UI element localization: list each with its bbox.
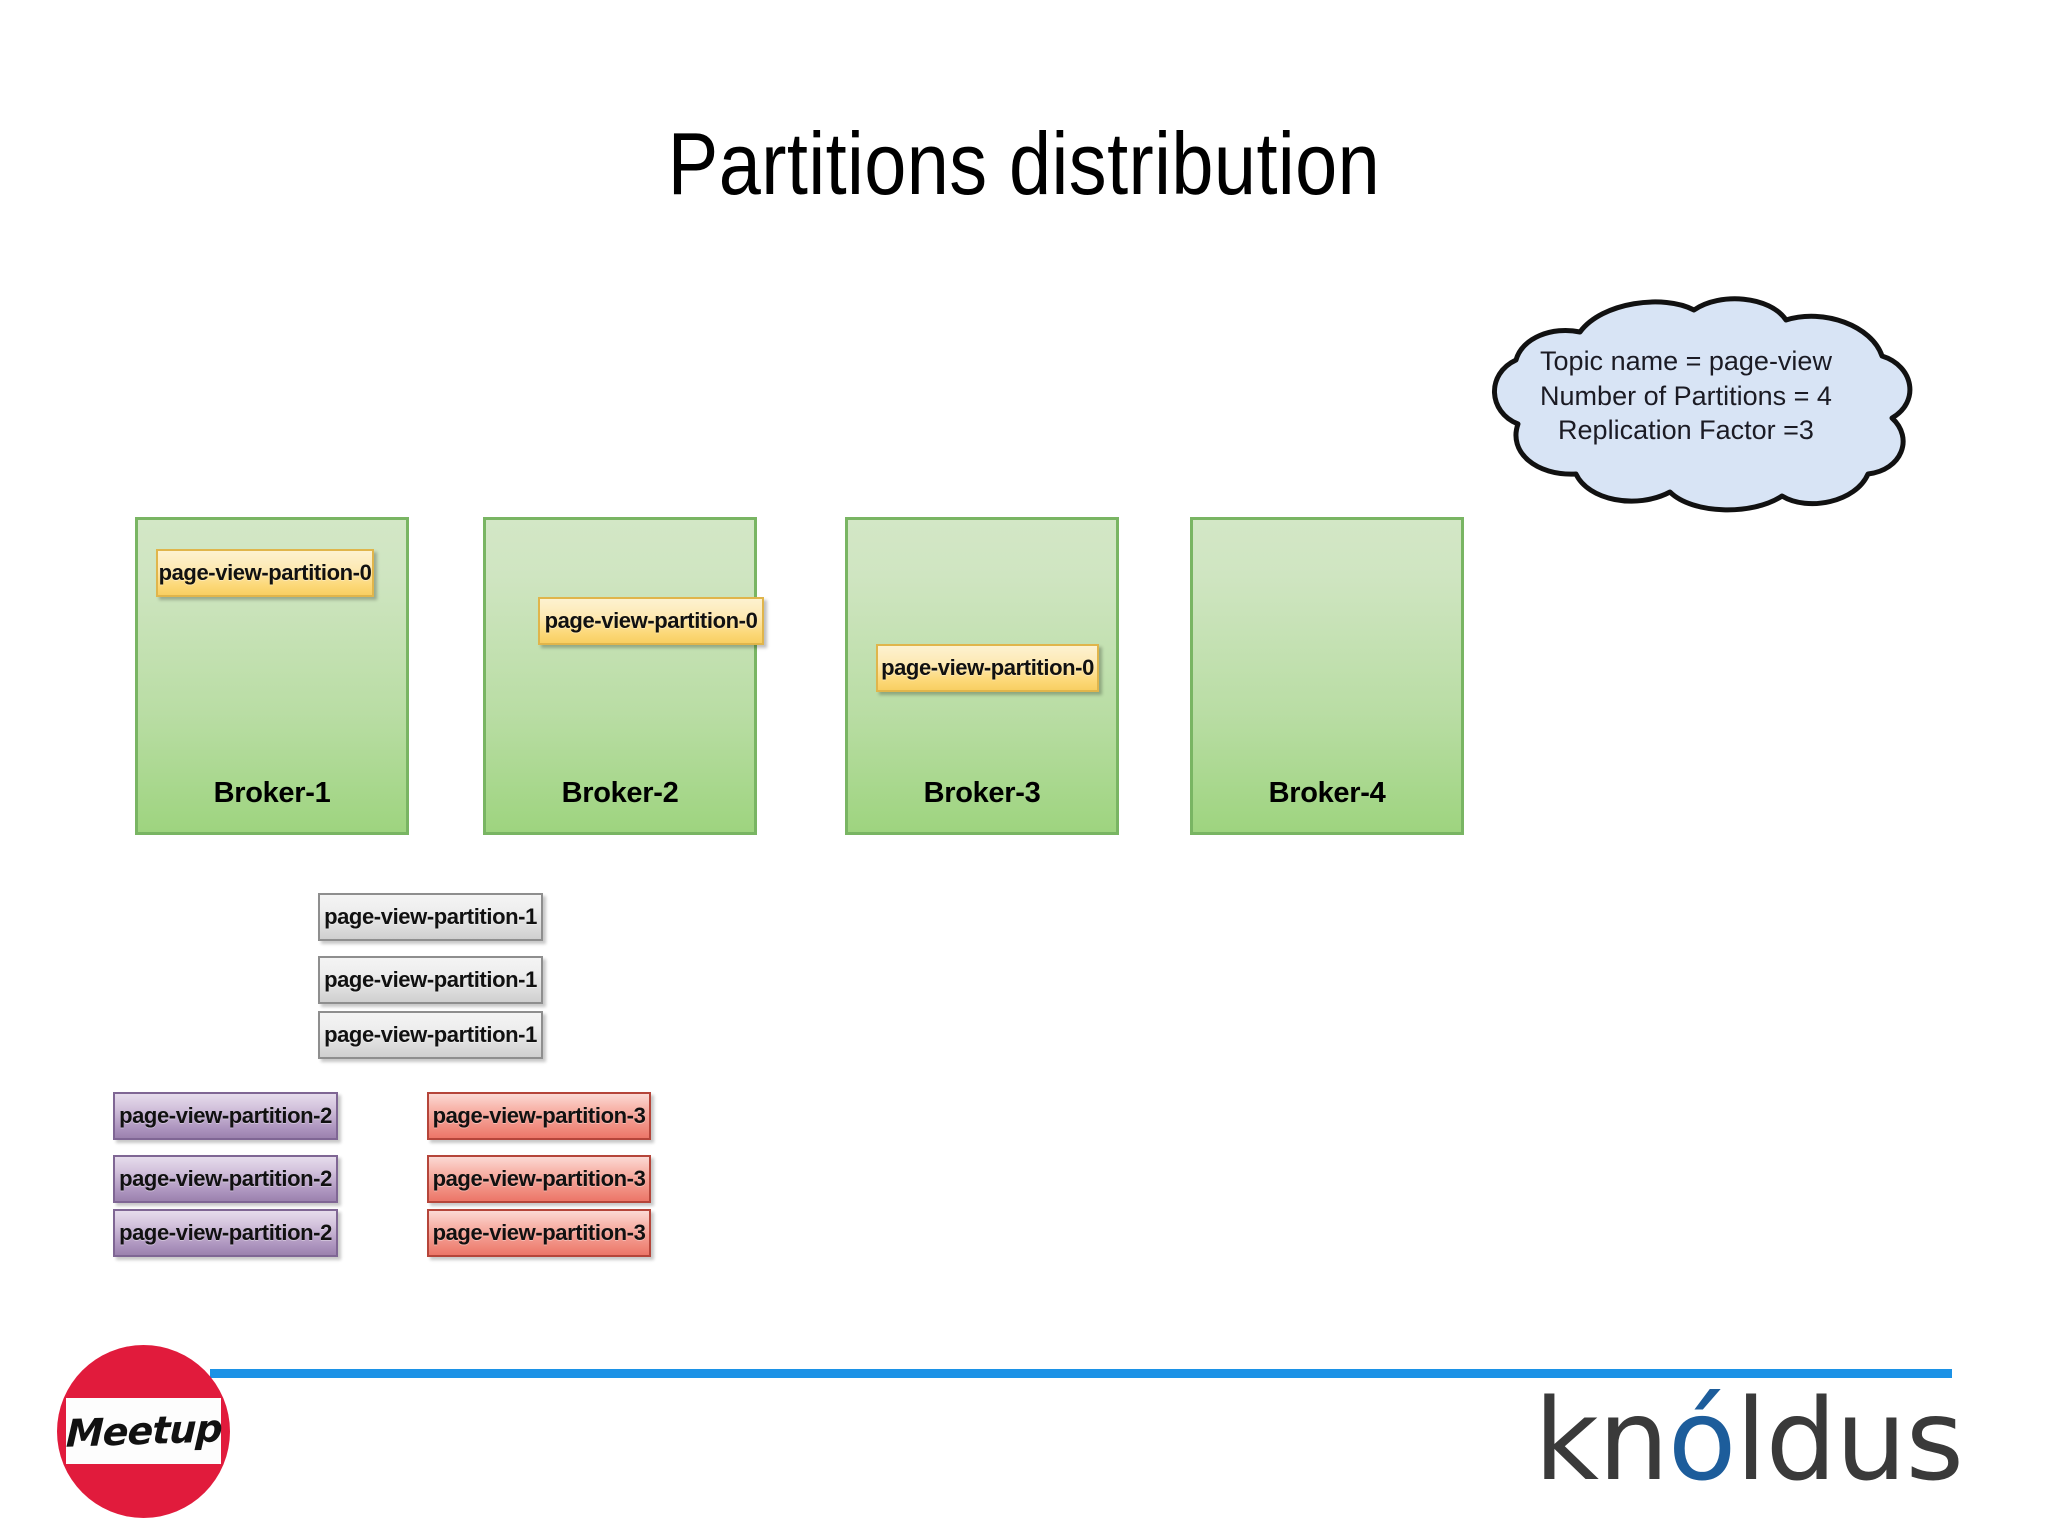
broker-label-4: Broker-4 <box>1268 777 1386 809</box>
replica-chip-partition-3-c[interactable]: page-view-partition-3 <box>427 1209 651 1257</box>
replica-chip-partition-1-c[interactable]: page-view-partition-1 <box>318 1011 543 1059</box>
replica-chip-partition-2-b[interactable]: page-view-partition-2 <box>113 1155 338 1203</box>
cloud-line-topic-name: Topic name = page-view <box>1540 346 1832 376</box>
broker-box-1[interactable]: page-view-partition-0 Broker-1 <box>135 517 409 835</box>
cloud-line-replication-factor: Replication Factor =3 <box>1558 415 1814 446</box>
broker-label-2: Broker-2 <box>561 777 679 809</box>
replica-chip-partition-3-a[interactable]: page-view-partition-3 <box>427 1092 651 1140</box>
replica-chip-partition-1-a[interactable]: page-view-partition-1 <box>318 893 543 941</box>
replica-chip-partition-3-b[interactable]: page-view-partition-3 <box>427 1155 651 1203</box>
broker-label-3: Broker-3 <box>923 777 1041 809</box>
partition-chip-broker3-partition-0[interactable]: page-view-partition-0 <box>876 644 1099 692</box>
broker-label-1: Broker-1 <box>213 777 331 809</box>
replica-chip-partition-2-c[interactable]: page-view-partition-2 <box>113 1209 338 1257</box>
broker-box-3[interactable]: page-view-partition-0 Broker-3 <box>845 517 1119 835</box>
replica-chip-partition-1-b[interactable]: page-view-partition-1 <box>318 956 543 1004</box>
footer-divider <box>210 1369 1952 1378</box>
knoldus-logo-prefix: kn <box>1534 1376 1669 1506</box>
replica-chip-partition-2-a[interactable]: page-view-partition-2 <box>113 1092 338 1140</box>
cloud-text-block: Topic name = page-view Number of Partiti… <box>1452 344 1920 448</box>
topic-configuration-cloud: Topic name = page-view Number of Partiti… <box>1452 294 1920 514</box>
knoldus-logo-suffix: ldus <box>1735 1376 1964 1506</box>
meetup-logo: Meetup <box>57 1345 230 1518</box>
cloud-line-num-partitions: Number of Partitions = 4 <box>1540 380 1832 411</box>
broker-box-4[interactable]: Broker-4 <box>1190 517 1464 835</box>
knoldus-logo-accent-o: ó <box>1667 1376 1737 1506</box>
meetup-wordmark-band: Meetup <box>64 1398 223 1464</box>
partition-chip-broker2-partition-0[interactable]: page-view-partition-0 <box>538 597 764 645</box>
partition-chip-broker1-partition-0[interactable]: page-view-partition-0 <box>156 549 374 597</box>
page-title: Partitions distribution <box>667 114 1381 213</box>
meetup-wordmark-text: Meetup <box>64 1406 223 1456</box>
broker-box-2[interactable]: page-view-partition-0 Broker-2 <box>483 517 764 835</box>
knoldus-logo: knóldus <box>1534 1379 1964 1503</box>
cloud-shape-icon <box>1492 296 1913 513</box>
